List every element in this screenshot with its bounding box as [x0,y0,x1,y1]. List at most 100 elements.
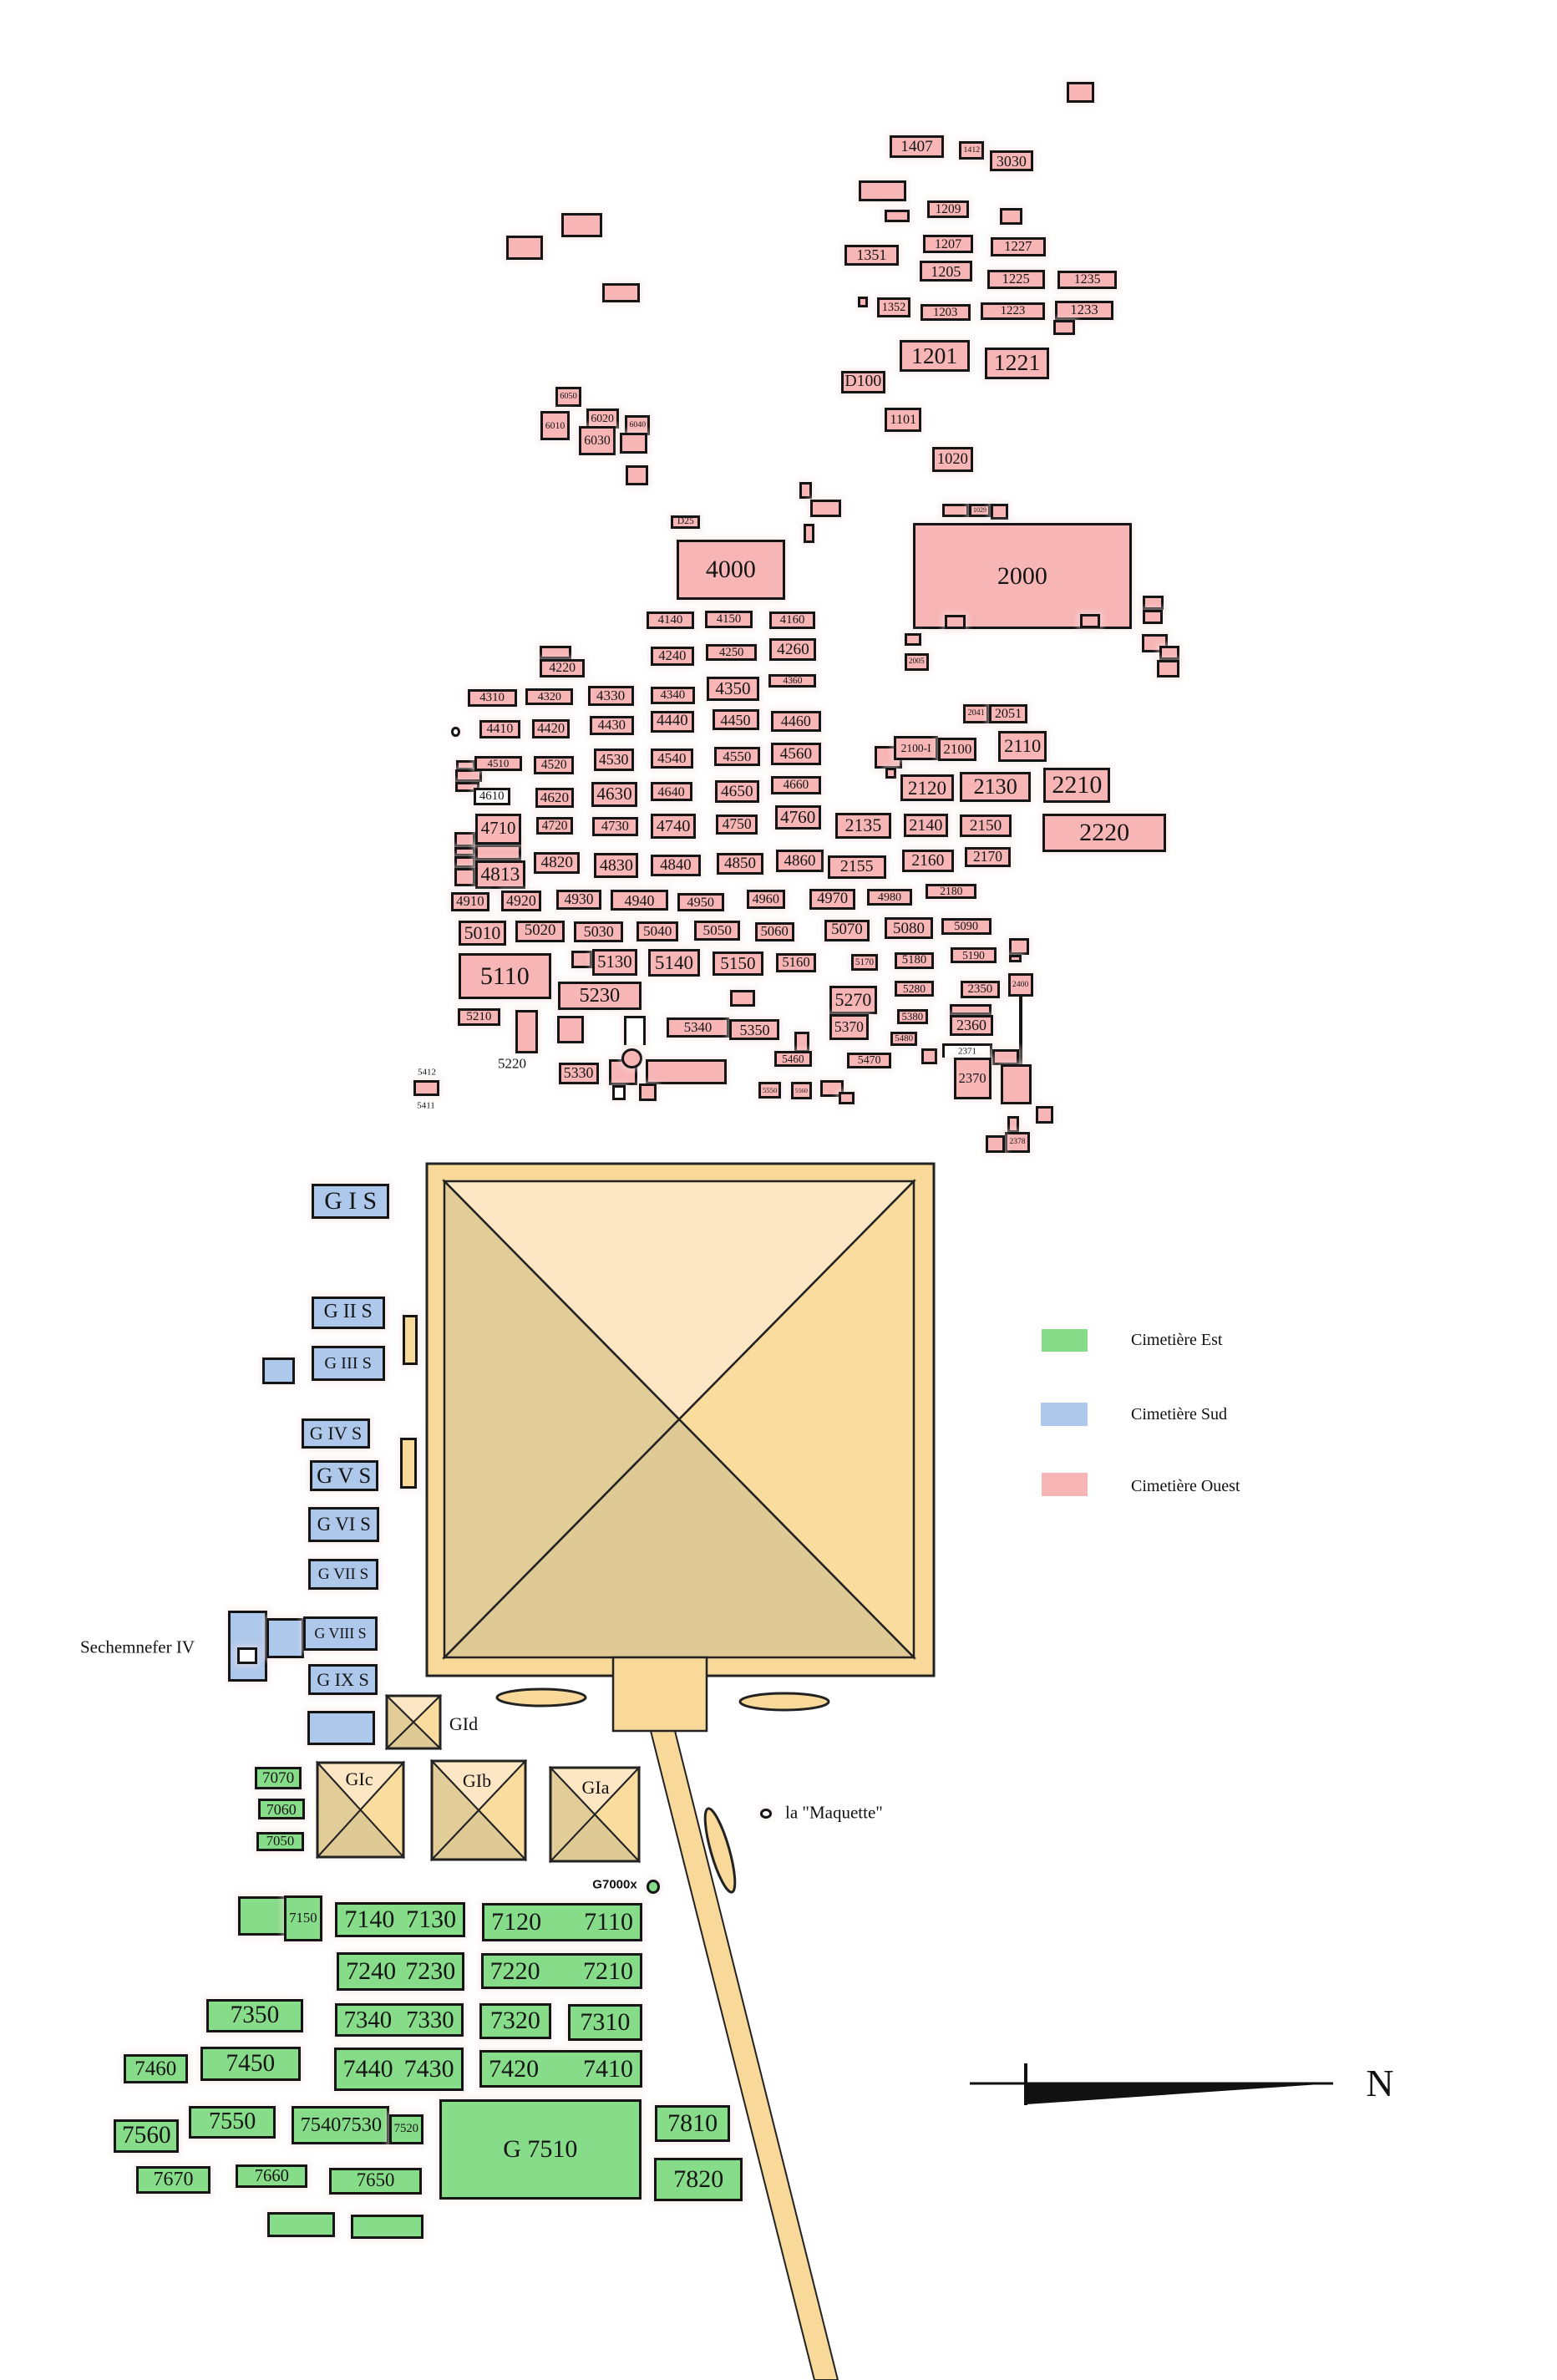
west-cemetery-tomb: 1407 [890,135,944,158]
tomb-label: 4420 [537,720,565,737]
queen-pyramid-label-gid: GId [449,1713,479,1734]
west-cemetery-tomb: 4910 [451,891,489,912]
unlabeled-tomb [621,1048,642,1069]
west-cemetery-tomb: 4730 [591,816,639,836]
west-cemetery-tomb: D25 [671,515,701,529]
west-cemetery-tomb: 6050 [555,387,581,408]
west-cemetery-tomb: 2360 [949,1014,994,1036]
tomb-label: 4650 [721,782,753,800]
west-cemetery-tomb: 1203 [920,303,971,322]
unlabeled-tomb [645,1059,727,1085]
tomb-label: 2041 [967,708,985,718]
west-cemetery-tomb: 2100 [938,737,977,762]
tomb-label: 5110 [479,962,530,990]
west-cemetery-tomb: 4720 [535,816,574,835]
queen-pyramid-gia [548,1765,642,1864]
tomb-label: 2160 [911,851,945,870]
unlabeled-tomb [647,1880,660,1894]
tomb-label: 1205 [931,262,961,280]
tomb-label: 4150 [716,612,742,627]
west-cemetery-tomb: 4160 [769,611,815,629]
tomb-label: 7440 [342,2054,393,2083]
west-cemetery-tomb: 2135 [835,813,891,839]
tomb-label: 7220 [489,1956,540,1985]
west-cemetery-tomb: 2350 [961,981,1000,998]
unlabeled-tomb [810,500,841,518]
tomb-label: 7120 [491,1908,542,1936]
tomb-label: 7050 [266,1832,295,1849]
west-cemetery-tomb: 1412 [959,141,985,160]
tomb-label: G IV S [309,1422,363,1444]
tomb-label: 5080 [892,919,925,937]
tomb-label: 2051 [994,706,1022,722]
unlabeled-tomb [266,1618,304,1659]
west-cemetery-tomb: D100 [840,370,885,394]
west-cemetery-tomb: 1223 [981,302,1045,320]
tomb-label: 4310 [479,690,505,704]
tomb-label: 4820 [540,854,574,872]
west-cemetery-tomb: 4813 [474,860,526,890]
west-cemetery-tomb: 1101 [885,407,922,433]
west-cemetery-tomb: 2210 [1043,768,1111,804]
unlabeled-tomb [1052,319,1076,336]
west-cemetery-tomb: 5050 [694,920,741,941]
unlabeled-tomb [942,504,969,518]
tomb-label: G IX S [317,1668,369,1690]
west-cemetery-tomb: 4310 [467,689,517,707]
tomb-label: 1029 [973,506,986,515]
unlabeled-tomb [803,523,814,543]
tomb-label: 4410 [486,721,514,736]
unlabeled-tomb [820,1079,844,1098]
west-cemetery-tomb: 2120 [900,774,954,802]
tomb-label: 2400 [1012,980,1029,990]
tomb-label: 1223 [1000,304,1026,318]
legend-swatch-east [1042,1329,1088,1352]
west-cemetery-tomb: 4640 [650,782,692,801]
tomb-label: 5070 [831,921,863,939]
west-cemetery-tomb: 4660 [770,776,821,794]
tomb-label: 4813 [480,863,520,886]
tomb-label: D25 [677,515,694,526]
west-cemetery-tomb: 4220 [540,658,585,677]
tomb-label: 3030 [996,152,1027,170]
unlabeled-tomb [402,1314,418,1366]
boat-pit [738,1692,830,1712]
tomb-label: 4250 [719,645,744,659]
west-cemetery-tomb: 2130 [960,771,1031,802]
west-cemetery-tomb: 4760 [774,804,821,830]
west-cemetery-tomb: 5480 [890,1032,918,1047]
west-cemetery-tomb: 4330 [587,685,634,706]
tomb-label: 4240 [658,647,687,664]
tomb-label: G VII S [317,1565,369,1583]
unlabeled-tomb [267,2212,335,2238]
tomb-label: 1227 [1004,237,1032,254]
west-cemetery-tomb: 6040 [625,414,651,435]
queen-pyramid-gic [315,1760,406,1860]
west-cemetery-tomb: 4240 [650,647,695,667]
tomb-label: 6040 [629,419,647,429]
west-cemetery-tomb: 5160 [775,953,817,973]
tomb-label-2371: 2371 [958,1046,976,1057]
tomb-label: G II S [323,1301,373,1323]
unlabeled-tomb [1009,937,1029,956]
unlabeled-tomb [626,464,648,485]
unlabeled-tomb [454,856,476,869]
tomb-label: 5090 [954,920,979,934]
unlabeled-tomb [506,236,543,260]
west-cemetery-tomb: 4260 [769,638,817,662]
west-cemetery-tomb: 5210 [458,1008,500,1027]
tomb-label: 1207 [934,236,962,251]
boat-pit [495,1687,587,1708]
unlabeled-tomb [986,1135,1006,1153]
west-cemetery-tomb: 4630 [591,781,638,808]
west-cemetery-tomb: 2100-I [894,735,939,760]
west-cemetery-tomb: 5110 [458,953,551,1000]
east-cemetery-tomb: 7450 [200,2047,301,2081]
west-cemetery-tomb: 4750 [716,814,758,835]
unlabeled-tomb [799,481,812,499]
queen-pyramid-label-gia: GIa [581,1777,610,1798]
tomb-label: 1233 [1070,301,1098,317]
unlabeled-tomb [942,1043,993,1058]
